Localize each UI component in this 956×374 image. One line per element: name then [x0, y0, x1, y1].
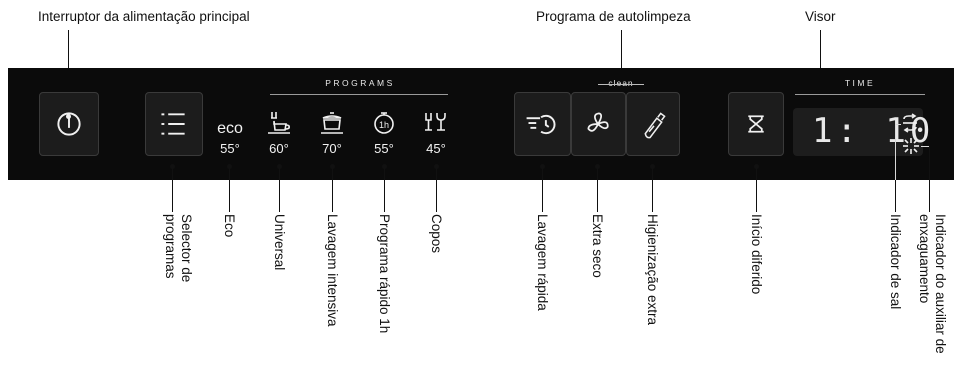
label-extra-hygiene: Higienização extra: [645, 214, 660, 326]
leader-extra-hygiene: [652, 166, 653, 212]
leader-salt-h: [895, 124, 901, 125]
leader-salt-low: [895, 180, 896, 212]
label-quick-1h: Programa rápido 1h: [377, 214, 392, 334]
leader-eco: [229, 166, 230, 212]
leader-glasses: [436, 166, 437, 212]
label-intensive: Lavagem intensiva: [325, 214, 340, 327]
program-universal-temp: 60°: [269, 141, 289, 156]
program-selector-button[interactable]: [145, 92, 203, 156]
leader-quick: [384, 166, 385, 212]
clean-section-label: clean: [608, 78, 634, 88]
svg-text:1h: 1h: [379, 120, 389, 130]
label-quick-wash: Lavagem rápida: [535, 214, 550, 311]
program-eco-name: eco: [217, 120, 243, 137]
fan-icon: [587, 112, 609, 132]
label-delay-start: Início diferido: [749, 214, 764, 295]
pot-icon: [321, 112, 343, 134]
time-section-line: [795, 94, 925, 95]
extra-dry-button[interactable]: [571, 92, 626, 156]
program-quick-temp: 55°: [374, 141, 394, 156]
label-eco: Eco: [222, 214, 237, 238]
time-display: [793, 108, 923, 156]
leader-universal: [279, 166, 280, 212]
cup-icon: [268, 112, 290, 134]
program-eco-temp: 55°: [220, 141, 240, 156]
label-program-selector: Selector de programas: [163, 214, 194, 283]
extra-hygiene-button[interactable]: [626, 92, 680, 156]
leader-extra-dry: [597, 166, 598, 212]
program-glasses-temp: 45°: [426, 141, 446, 156]
label-universal: Universal: [272, 214, 287, 271]
power-callout-dot: [66, 114, 71, 119]
leader-self-clean: [621, 30, 622, 82]
bottle-icon: [644, 112, 666, 139]
leader-intensive: [332, 166, 333, 212]
glasses-icon: [425, 113, 446, 131]
leader-delay-start: [756, 166, 757, 212]
programs-section-line: [270, 94, 448, 95]
salt-indicator-icon: [903, 113, 917, 133]
display-callout: Visor: [805, 9, 836, 24]
label-salt: Indicador de sal: [888, 214, 903, 310]
hourglass-icon: [748, 115, 764, 133]
leader-rinse-aid: [929, 146, 930, 212]
list-icon: [161, 113, 185, 135]
leader-rinse-aid-h: [921, 146, 929, 147]
quick-wash-icon: [526, 114, 556, 135]
label-glasses: Copos: [429, 214, 444, 254]
timer-1h-icon: 1h: [374, 112, 394, 134]
quick-wash-button[interactable]: [514, 92, 571, 156]
leader-quick-wash: [542, 166, 543, 212]
display-digits: 1: 10: [812, 111, 935, 151]
delay-start-button[interactable]: [728, 92, 784, 156]
self-clean-callout: Programa de autolimpeza: [536, 9, 691, 24]
label-extra-dry: Extra seco: [590, 214, 605, 278]
time-section-label: TIME: [844, 78, 876, 88]
rinse-aid-indicator-icon: [903, 138, 919, 154]
power-icon: [57, 112, 81, 136]
clean-bracket: [598, 84, 644, 85]
main-switch-callout: Interruptor da alimentação principal: [38, 9, 250, 24]
label-rinse-aid: Indicador do auxiliar de enxaguamento: [917, 214, 948, 354]
power-button[interactable]: [39, 92, 99, 156]
leader-selector: [172, 166, 173, 212]
programs-section-label: PROGRAMS: [325, 78, 395, 88]
leader-salt: [895, 124, 896, 212]
program-intensive-temp: 70°: [322, 141, 342, 156]
